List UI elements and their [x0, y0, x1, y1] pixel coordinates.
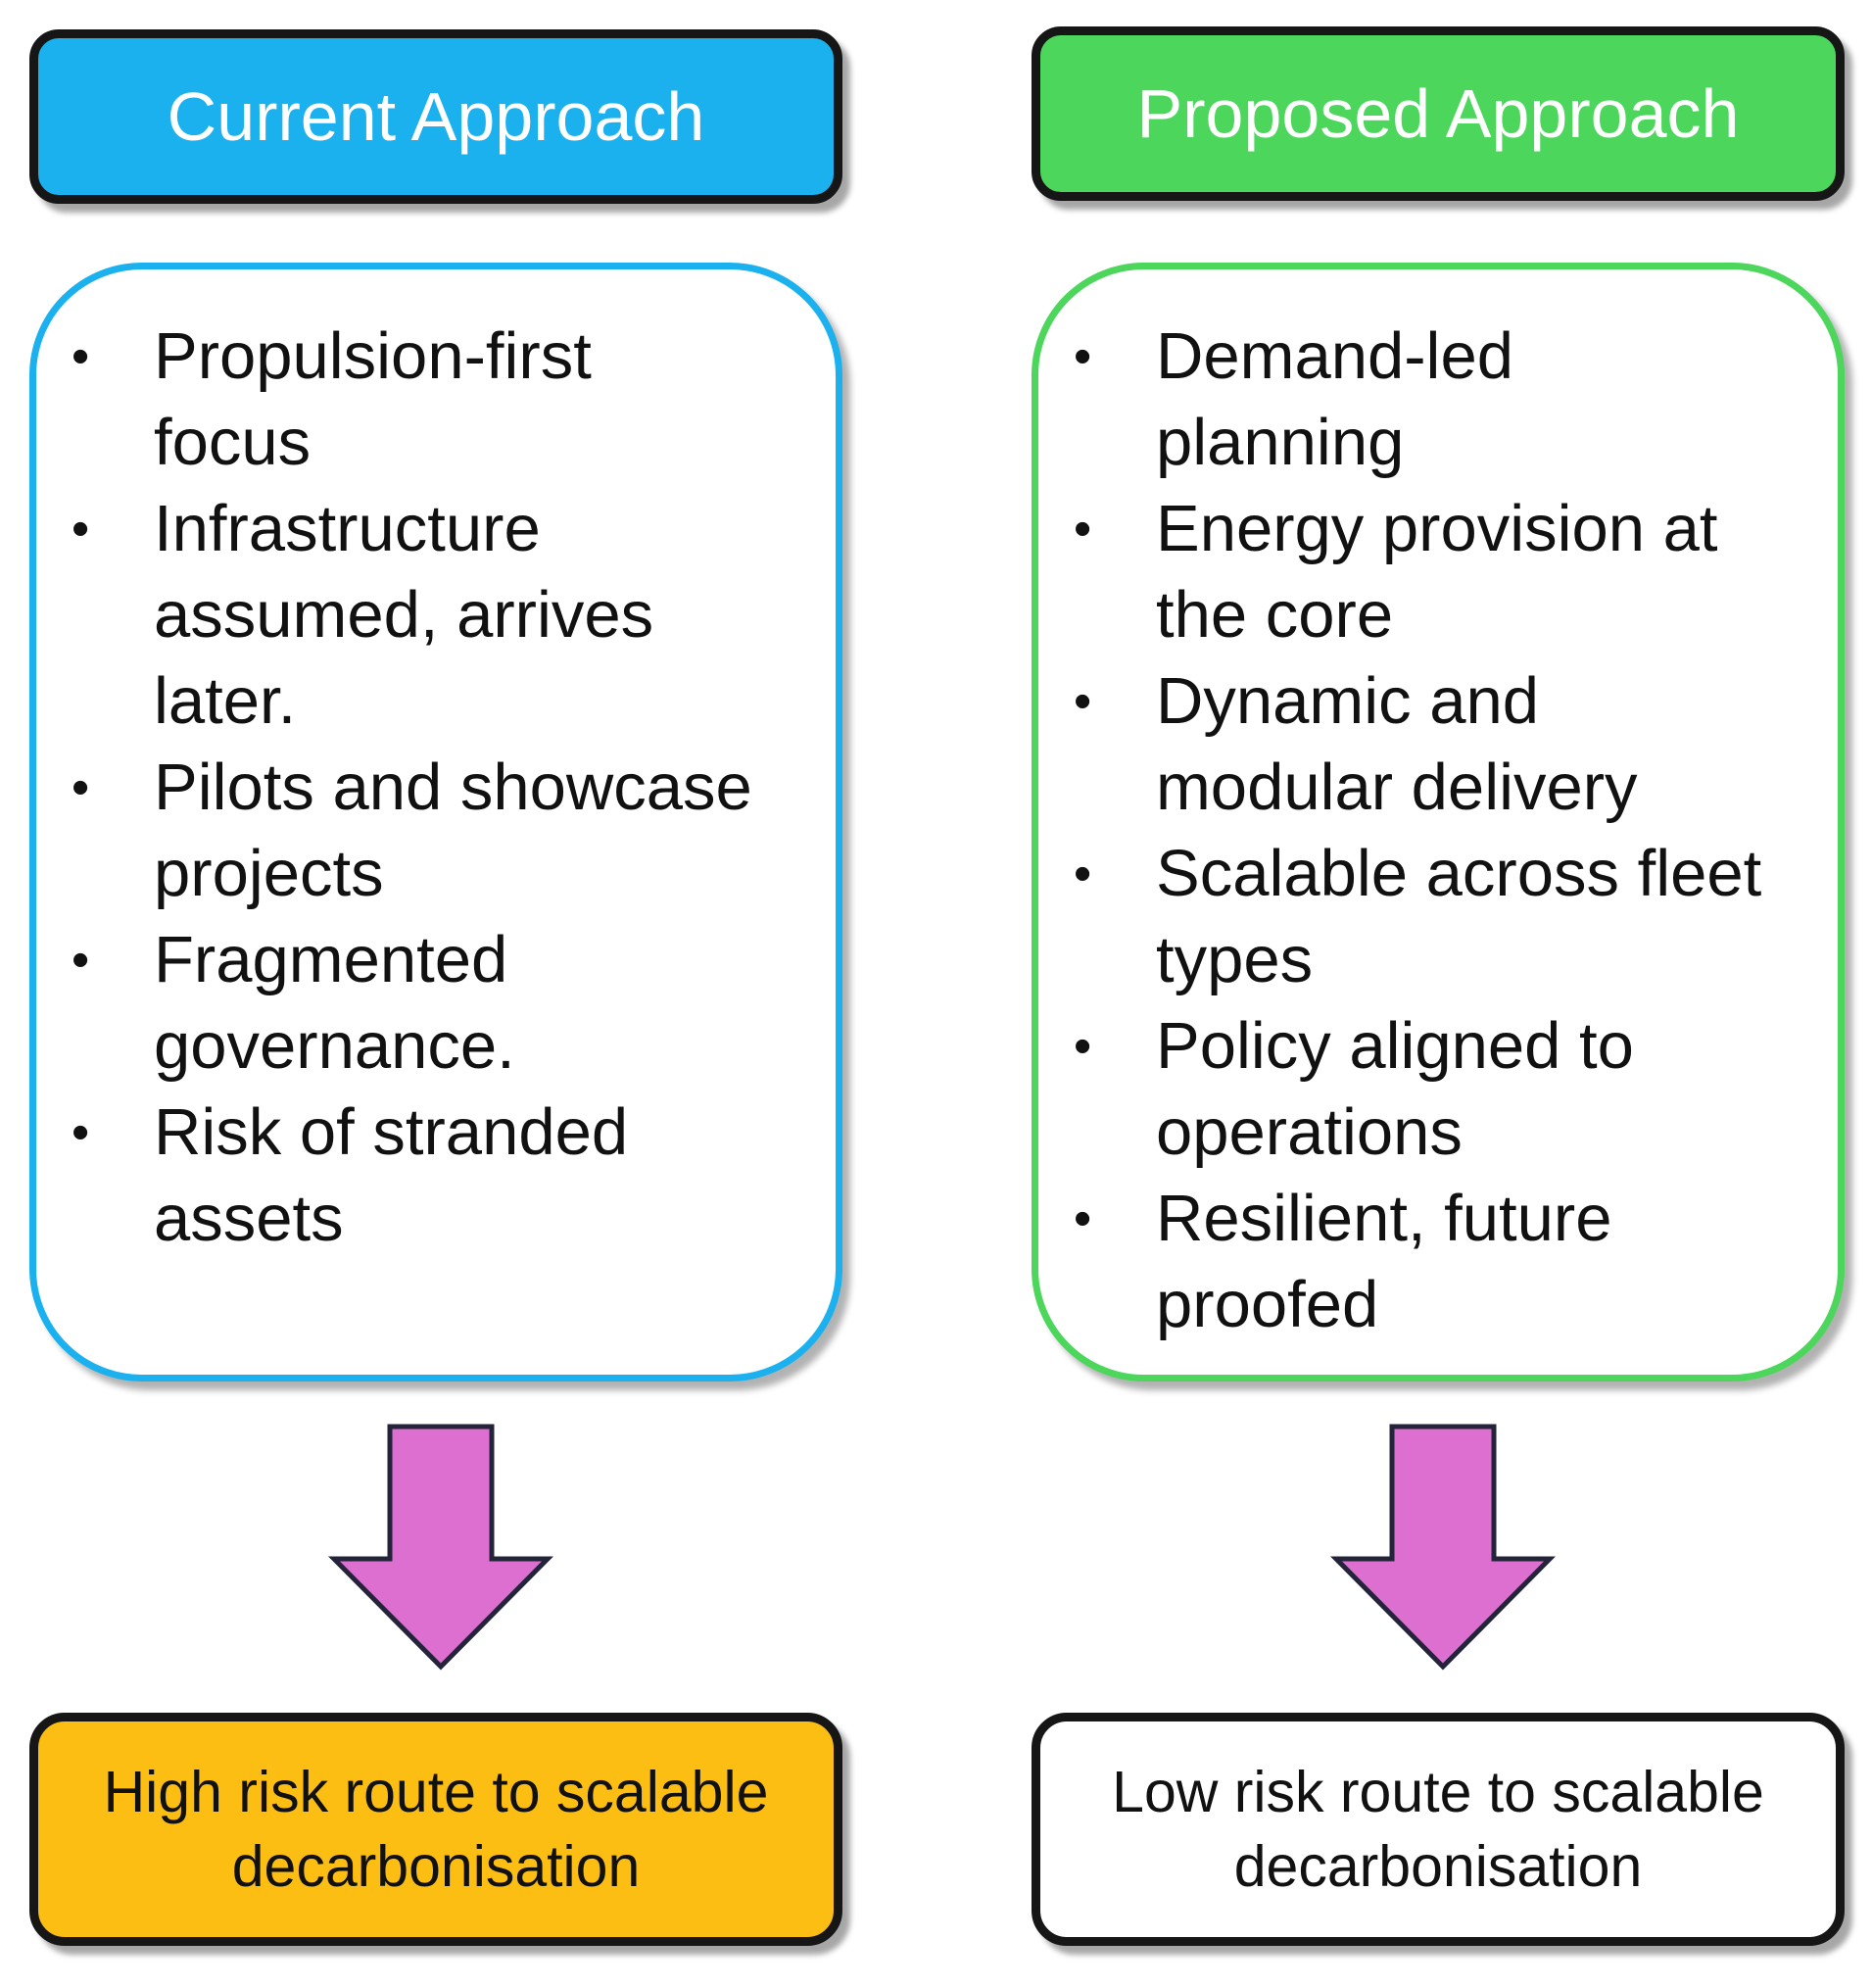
proposed-approach-list-item: • Resilient, future proofed	[1038, 1176, 1761, 1348]
proposed-approach-list: • Demand-led planning • Energy provision at t…	[1038, 314, 1761, 1348]
bullet-icon: •	[72, 328, 90, 385]
current-approach-list: • Propulsion-first focus • Infrastructure ass…	[36, 314, 752, 1262]
bullet-icon: •	[1074, 328, 1092, 385]
proposed-approach-outcome-line-1: Low risk route to scalable	[1112, 1760, 1764, 1824]
current-approach-outcome-line-2: decarbonisation	[231, 1834, 641, 1899]
proposed-approach-outcome-line-2: decarbonisation	[1233, 1834, 1643, 1899]
current-approach-list-item-line: later.	[154, 664, 297, 738]
bullet-icon: •	[72, 932, 90, 989]
current-approach-list-item: • Propulsion-first focus	[36, 314, 752, 486]
proposed-approach-list-box: • Demand-led planning • Energy provision at t…	[1032, 263, 1845, 1382]
bullet-icon: •	[1074, 1190, 1092, 1247]
current-approach-list-item-line: Risk of stranded	[154, 1095, 629, 1169]
proposed-approach-list-item: • Energy provision at the core	[1038, 486, 1761, 658]
proposed-approach-list-item-line: Energy provision at	[1156, 492, 1718, 565]
current-approach-list-item-line: projects	[154, 837, 384, 910]
proposed-approach-list-item: • Scalable across fleet types	[1038, 831, 1761, 1003]
current-approach-list-box: • Propulsion-first focus • Infrastructure ass…	[29, 263, 842, 1382]
proposed-approach-list-item-line: the core	[1156, 578, 1394, 652]
current-approach-title: Current Approach	[167, 78, 705, 155]
current-approach-list-item-line: Pilots and showcase	[154, 751, 752, 824]
proposed-approach-list-item-line: proofed	[1156, 1268, 1379, 1341]
proposed-approach-list-item-line: Scalable across fleet	[1156, 837, 1762, 910]
proposed-approach-list-item-line: types	[1156, 923, 1314, 996]
bullet-icon: •	[1074, 501, 1092, 558]
proposed-approach-list-item: • Demand-led planning	[1038, 314, 1761, 486]
current-approach-list-item-line: assets	[154, 1182, 344, 1255]
current-approach-list-item-line: focus	[154, 406, 312, 479]
bullet-icon: •	[72, 1104, 90, 1161]
current-approach-list-item: • Infrastructure assumed, arrives later.	[36, 486, 752, 745]
proposed-approach-list-item-line: Dynamic and	[1156, 664, 1540, 738]
bullet-icon: •	[72, 501, 90, 558]
current-approach-outcome-box: High risk route to scalable decarbonisat…	[29, 1713, 842, 1946]
proposed-approach-list-item-line: modular delivery	[1156, 751, 1638, 824]
bullet-icon: •	[1074, 1018, 1092, 1075]
bullet-icon: •	[72, 759, 90, 816]
current-approach-down-arrow-icon	[328, 1424, 553, 1671]
proposed-approach-list-item: • Policy aligned to operations	[1038, 1003, 1761, 1176]
current-approach-list-item: • Fragmented governance.	[36, 917, 752, 1090]
current-approach-list-item-line: Fragmented	[154, 923, 508, 996]
bullet-icon: •	[1074, 673, 1092, 730]
proposed-approach-outcome-box: Low risk route to scalable decarbonisati…	[1032, 1713, 1845, 1946]
proposed-approach-list-item-line: Policy aligned to	[1156, 1009, 1634, 1083]
proposed-approach-list-item-line: planning	[1156, 406, 1405, 479]
proposed-approach-list-item: • Dynamic and modular delivery	[1038, 658, 1761, 831]
proposed-approach-list-item-line: Demand-led	[1156, 319, 1513, 393]
current-approach-header: Current Approach	[29, 29, 842, 204]
current-approach-list-item: • Risk of stranded assets	[36, 1090, 752, 1262]
current-approach-list-item-line: Infrastructure	[154, 492, 541, 565]
proposed-approach-header: Proposed Approach	[1032, 26, 1845, 201]
current-approach-list-item: • Pilots and showcase projects	[36, 745, 752, 917]
proposed-approach-down-arrow-icon	[1330, 1424, 1556, 1671]
current-approach-list-item-line: assumed, arrives	[154, 578, 654, 652]
proposed-approach-list-item-line: Resilient, future	[1156, 1182, 1612, 1255]
bullet-icon: •	[1074, 846, 1092, 902]
proposed-approach-title: Proposed Approach	[1136, 75, 1740, 152]
current-approach-list-item-line: governance.	[154, 1009, 515, 1083]
current-approach-outcome-line-1: High risk route to scalable	[103, 1760, 769, 1824]
proposed-approach-list-item-line: operations	[1156, 1095, 1463, 1169]
current-approach-list-item-line: Propulsion-first	[154, 319, 592, 393]
